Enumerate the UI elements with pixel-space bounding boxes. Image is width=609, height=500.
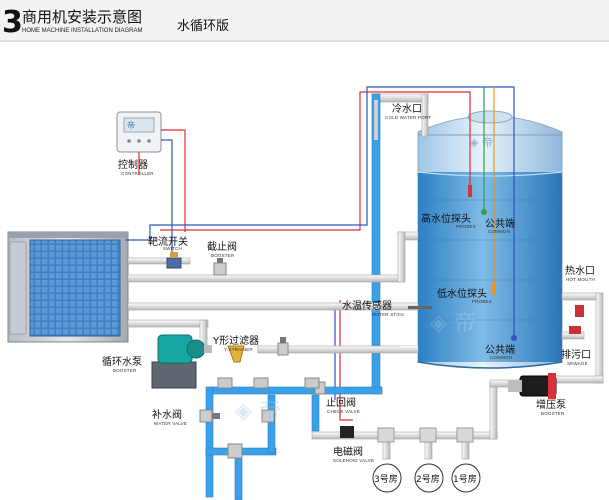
common-bottom-label-en: COMMON	[490, 355, 512, 360]
water-temp-sensor: 水温传感器 WATER STICK	[342, 299, 432, 317]
common-top-label-en: COMMON	[488, 229, 510, 234]
makeup-valve-label: 补水阀	[152, 408, 182, 421]
controller-label-en: CONTROLLER	[121, 171, 154, 176]
check-valve-label-en: CHECK VALVE	[327, 409, 360, 414]
low-probe-label: 低水位探头	[437, 287, 487, 300]
strainer-valve	[277, 337, 289, 356]
check-valve: 止回阀 CHECK VALVE	[314, 381, 360, 414]
solenoid-valve: 电磁阀 SOLENOID VALVE	[333, 426, 374, 463]
flow-switch: SWITCH	[163, 246, 182, 269]
drain-port-label: 排污口	[561, 348, 591, 361]
tee-fitting	[217, 377, 233, 389]
y-strainer-label: Y形过滤器	[212, 334, 259, 347]
tee-fitting-3	[304, 377, 320, 389]
controller-logo: 帝	[127, 120, 135, 130]
solenoid-valve-label-en: SOLENOID VALVE	[333, 458, 374, 463]
water-temp-sensor-label: 水温传感器	[342, 299, 392, 312]
wire-high-probe-red	[160, 91, 471, 231]
cold-water-port-label: 冷水口	[392, 102, 422, 115]
header-bg	[0, 0, 609, 42]
booster-pump-label: 增压泵	[536, 398, 566, 411]
header: 3 商用机安装示意图 HOME MACHINE INSTALLATION DIA…	[0, 0, 609, 42]
makeup-valve: 补水阀 WATER VALVE	[152, 408, 220, 426]
unit-grille	[29, 239, 121, 337]
booster-pump: 增压泵 BOOSTER	[508, 373, 566, 416]
check-valve-label: 止回阀	[326, 396, 356, 409]
circulation-pipes	[127, 231, 419, 354]
high-probe-label: 高水位探头	[421, 212, 471, 225]
wire-common-blue	[125, 86, 515, 338]
solenoid-valve-label: 电磁阀	[333, 445, 363, 458]
controller: 帝 控制器 CONTROLLER	[116, 111, 162, 176]
tank-watermark: ◈ 帝	[470, 135, 493, 149]
stop-valve-label-en: BOOSTER	[211, 253, 235, 258]
water-tank: ◈ 帝	[417, 110, 563, 369]
common-top-label: 公共端	[485, 217, 515, 230]
low-water-probe: 低水位探头 PROBES	[437, 283, 496, 304]
booster-pump-label-en: BOOSTER	[541, 411, 565, 416]
high-probe-label-en: PROBES	[456, 224, 476, 229]
room-1-label: 1号房	[453, 473, 477, 485]
hot-outlet-valve	[575, 305, 584, 317]
flow-switch-label: 靶流开关	[148, 235, 188, 248]
drain-valve	[569, 326, 581, 334]
drain-port-label-en: SEWAGE	[567, 361, 588, 366]
tank-water	[418, 172, 562, 362]
room-3: 3号房	[372, 463, 402, 493]
header-subtitle: 水循环版	[177, 19, 229, 34]
header-title-en: HOME MACHINE INSTALLATION DIAGRAM	[22, 28, 142, 34]
stop-valve-label: 截止阀	[207, 240, 237, 253]
header-divider	[0, 40, 609, 42]
controller-label: 控制器	[118, 158, 148, 171]
valve-small-right	[261, 409, 275, 423]
common-bottom: 公共端 COMMON	[485, 335, 517, 360]
stop-valve: 截止阀 BOOSTER	[207, 240, 237, 276]
water-temp-sensor-label-en: WATER STICK	[372, 312, 404, 317]
hot-water-port-label-en: HOT MOUTH	[566, 277, 595, 282]
wire-controller-red	[161, 129, 186, 232]
circ-pump-label: 循环水泵	[102, 355, 142, 368]
circulation-pump: 循环水泵 BOOSTER	[102, 334, 212, 389]
cold-water-port-label-en: COLD WATER PORT	[385, 115, 431, 120]
low-probe-label-en: PROBES	[472, 299, 492, 304]
watermark-logo: ◈ 帝	[235, 399, 281, 424]
common-bottom-label: 公共端	[485, 343, 515, 356]
hot-water-port-label: 热水口	[565, 264, 595, 277]
watermark-logo-tank: ◈ 帝	[430, 311, 476, 336]
heat-pump-unit	[7, 231, 129, 343]
hot-outlet-pipes	[554, 292, 604, 384]
circ-pump-label-en: BOOSTER	[113, 368, 137, 373]
room-3-label: 3号房	[374, 473, 398, 485]
tee-fitting-4	[227, 443, 243, 459]
room-2-label: 2号房	[416, 473, 440, 485]
room-distribution	[311, 379, 521, 460]
switch-label-en: SWITCH	[163, 246, 182, 251]
high-water-probe: 高水位探头 PROBES	[421, 185, 487, 229]
wire-controller-blue	[161, 139, 173, 255]
room-1: 1号房	[451, 463, 481, 493]
tee-fitting-2	[253, 377, 269, 389]
header-number: 3	[2, 5, 23, 40]
makeup-valve-label-en: WATER VALVE	[154, 421, 187, 426]
y-strainer: Y形过滤器 Y-STRAINER	[212, 334, 259, 363]
room-2: 2号房	[414, 463, 444, 493]
y-strainer-label-en: Y-STRAINER	[224, 347, 253, 352]
header-title-cn: 商用机安装示意图	[22, 8, 142, 26]
